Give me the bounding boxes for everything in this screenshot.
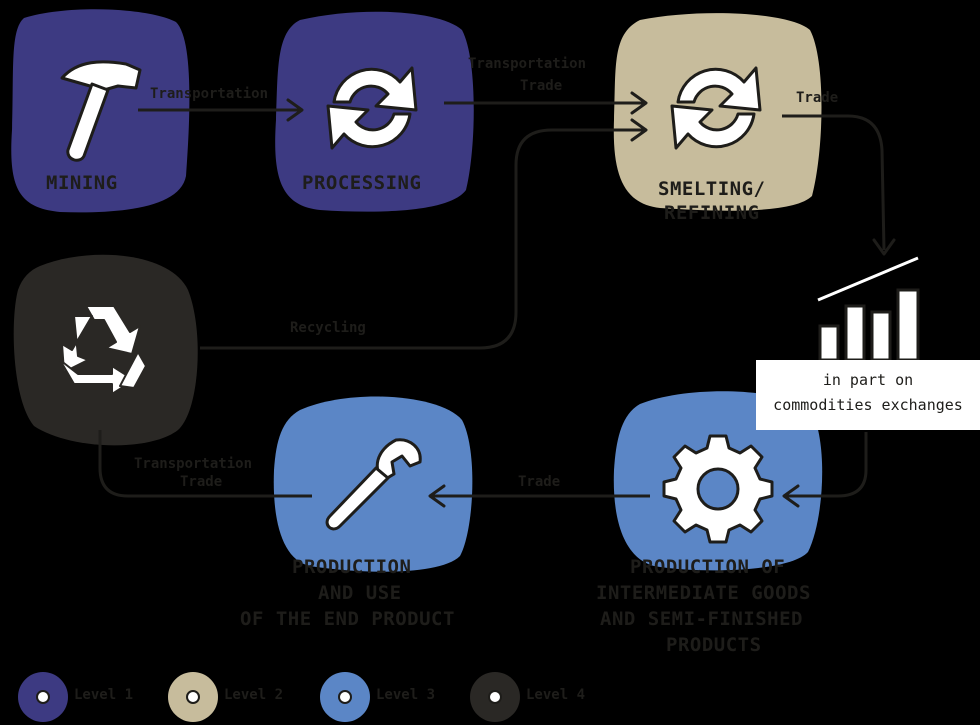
intermediate-label-line3: AND SEMI-FINISHED [600, 608, 803, 630]
arrowhead [872, 238, 896, 256]
arrowhead [630, 118, 648, 142]
smelting-to-exchange-line [782, 114, 886, 251]
refresh-icon [326, 66, 418, 150]
legend-item: Level 2 [168, 672, 308, 722]
production-to-recycling-line [98, 430, 312, 498]
recycling-blob [13, 254, 198, 446]
gear-icon [662, 434, 774, 544]
transition-label: Transportation [468, 56, 587, 72]
production-use-label-line1: PRODUCTION [292, 556, 412, 578]
production-use-label-line2: AND USE [318, 582, 402, 604]
processing-label: PROCESSING [302, 172, 422, 194]
legend-item: Level 4 [470, 672, 610, 722]
mining-label: MINING [46, 172, 118, 194]
legend-swatch [320, 672, 370, 722]
production-use-label-line3: OF THE END PRODUCT [240, 608, 455, 630]
legend-swatch [168, 672, 218, 722]
intermediate-label-line2: INTERMEDIATE GOODS [596, 582, 811, 604]
transition-label: Trade [796, 90, 839, 106]
arrowhead [782, 484, 800, 508]
exchange-to-intermediate-line [786, 432, 868, 498]
callout-line2: commodities exchanges [773, 396, 963, 414]
transition-label: Trade [520, 78, 563, 94]
legend-label: Level 2 [224, 687, 284, 703]
commodities-exchange-callout: in part on commodities exchanges [756, 360, 980, 430]
arrowhead [286, 98, 304, 122]
smelting-label-line1: SMELTING/ [658, 178, 766, 200]
smelting-label-line2: REFINING [664, 202, 760, 224]
arrowheads [286, 91, 896, 508]
legend-label: Level 3 [376, 687, 436, 703]
hammer-icon [60, 60, 142, 162]
smelting-blob [613, 13, 822, 211]
transition-label: Transportation [134, 456, 253, 472]
transition-label: Recycling [290, 320, 366, 336]
legend-item: Level 3 [320, 672, 460, 722]
legend-swatch [18, 672, 68, 722]
arrowhead [428, 484, 446, 508]
intermediate-label-line1: PRODUCTION OF [630, 556, 786, 578]
legend-label: Level 1 [74, 687, 134, 703]
flow-lines [98, 101, 886, 498]
legend-label: Level 4 [526, 687, 586, 703]
callout-line1: in part on [822, 371, 914, 389]
intermediate-label-line4: PRODUCTS [666, 634, 762, 656]
processing-blob [275, 11, 474, 212]
arrowhead [630, 91, 648, 115]
bar-chart-icon [817, 256, 920, 362]
transition-label: Trade [180, 474, 223, 490]
transition-label: Trade [518, 474, 561, 490]
refresh-icon [670, 66, 762, 150]
recycle-icon [59, 305, 147, 395]
wrench-icon [325, 438, 422, 531]
transition-label: Transportation [150, 86, 269, 102]
legend-item: Level 1 [18, 672, 158, 722]
legend-swatch [470, 672, 520, 722]
recycling-to-smelting-line [200, 128, 646, 350]
